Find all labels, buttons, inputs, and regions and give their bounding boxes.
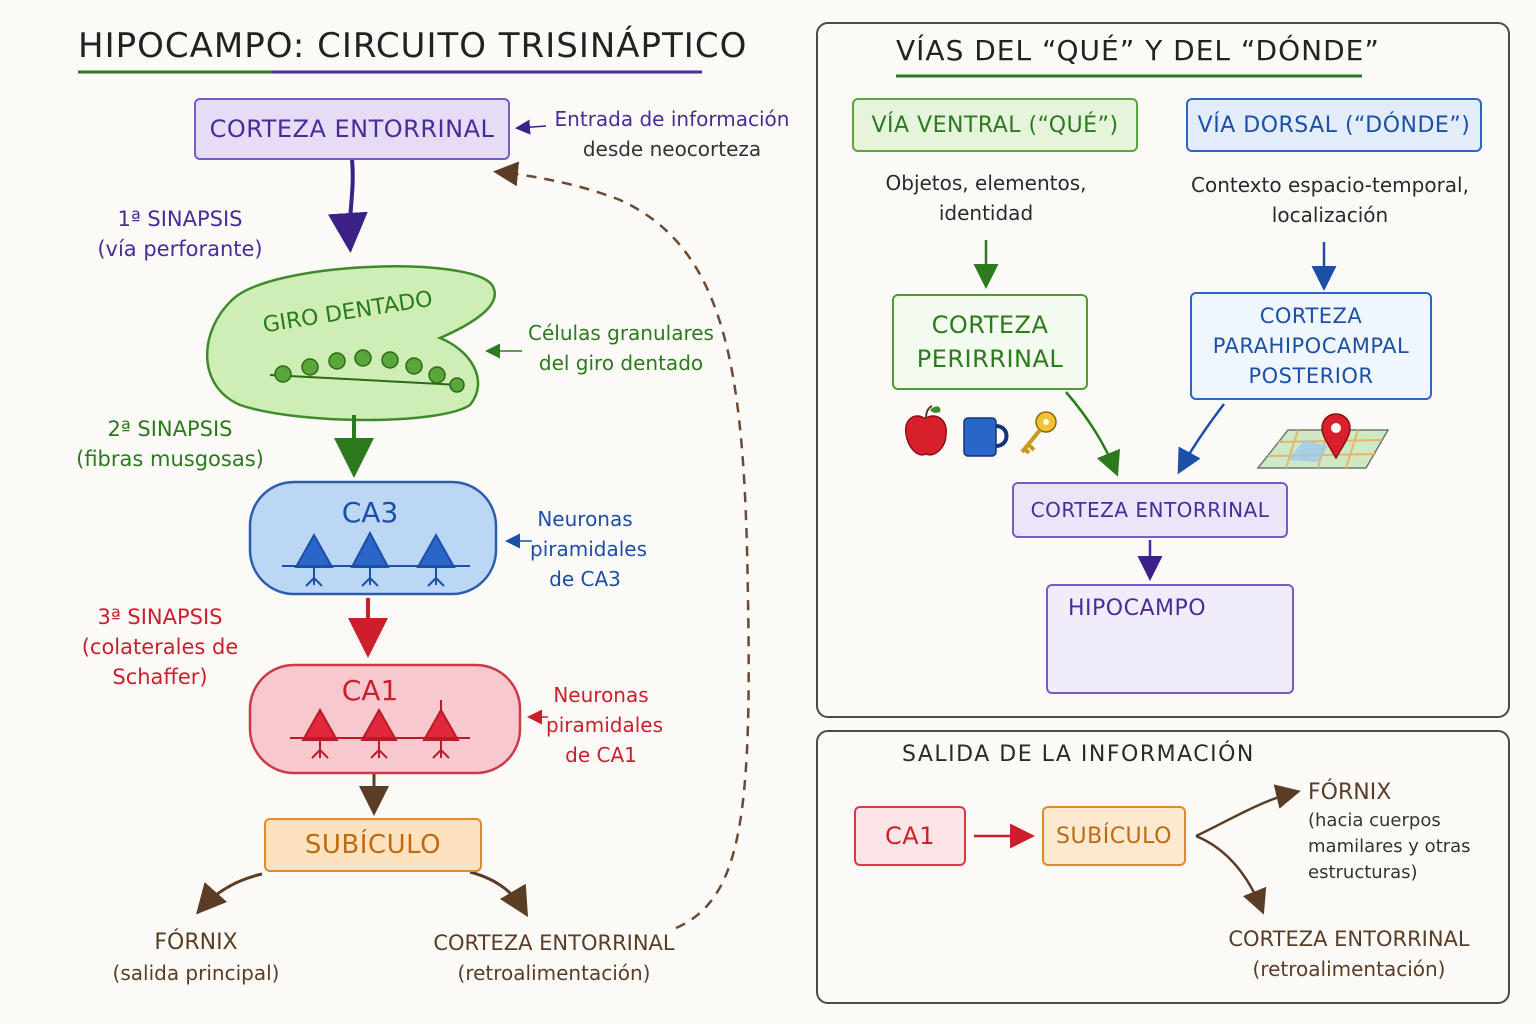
arrow-perirhinal-to-entorhinal xyxy=(1065,391,1121,477)
synapse-2-title: 2ª SINAPSIS xyxy=(107,417,233,441)
map-icon xyxy=(1256,429,1390,469)
feedback-sub: (retroalimentación) xyxy=(457,961,651,985)
key-icon xyxy=(1020,411,1057,455)
synapse-3-sub2: Schaffer) xyxy=(112,665,208,689)
ca1-note-line3: de CA1 xyxy=(565,743,637,767)
dentate-gyrus-shape xyxy=(205,265,496,422)
entorhinal-note-line2: desde neocorteza xyxy=(582,137,762,161)
arrow-subiculum-to-entorhinal xyxy=(469,870,529,918)
what-where-panel xyxy=(816,22,1510,718)
granule-cells xyxy=(269,349,465,393)
perirhinal-line1: CORTEZA xyxy=(931,311,1049,339)
output-fornix: FÓRNIX (hacia cuerpos mamilares y otras … xyxy=(1308,778,1498,886)
ventral-note: Objetos, elementos, identidad xyxy=(856,168,1116,228)
mug-icon xyxy=(963,417,1009,457)
entorhinal-note: Entrada de información desde neocorteza xyxy=(552,104,792,164)
feedback-title: CORTEZA ENTORRINAL xyxy=(433,931,675,955)
synapse-2-label: 2ª SINAPSIS (fibras musgosas) xyxy=(70,414,270,474)
synapse-2-sub: (fibras musgosas) xyxy=(76,447,264,471)
left-title: HIPOCAMPO: CIRCUITO TRISINÁPTICO xyxy=(78,26,748,66)
ca1-note: Neuronas piramidales de CA1 xyxy=(546,680,664,770)
dentate-note-line1: Células granulares xyxy=(528,321,714,345)
perirhinal-cortex-box: CORTEZA PERIRRINAL xyxy=(892,294,1088,390)
entorhinal-cortex-box: CORTEZA ENTORRINAL xyxy=(194,98,510,160)
entorhinal-cortex-box-right: CORTEZA ENTORRINAL xyxy=(1012,482,1288,538)
parahippocampal-cortex-box: CORTEZA PARAHIPOCAMPAL POSTERIOR xyxy=(1190,292,1432,400)
ventral-pathway-box: VÍA VENTRAL (“QUÉ”) xyxy=(852,98,1138,152)
synapse-1-sub: (vía perforante) xyxy=(97,237,263,261)
dorsal-note: Contexto espacio-temporal, localización xyxy=(1180,170,1480,230)
ca1-note-line1: Neuronas xyxy=(553,683,649,707)
parahippocampal-line2: PARAHIPOCAMPAL xyxy=(1212,334,1410,358)
parahippocampal-line3: POSTERIOR xyxy=(1248,364,1374,388)
ca1-label: CA1 xyxy=(341,674,399,707)
ca3-note-line3: de CA3 xyxy=(549,567,621,591)
subiculum-box: SUBÍCULO xyxy=(264,818,482,872)
output-entorhinal-sub: (retroalimentación) xyxy=(1252,957,1446,981)
ca3-note-line1: Neuronas xyxy=(537,507,633,531)
ca1-note-line2: piramidales xyxy=(546,713,664,737)
output-fornix-line3: estructuras) xyxy=(1308,862,1418,883)
arrow-feedback-dashed xyxy=(493,161,750,930)
dorsal-note-line2: localización xyxy=(1271,203,1389,227)
output-entorhinal: CORTEZA ENTORRINAL (retroalimentación) xyxy=(1214,924,1484,984)
fornix-title: FÓRNIX xyxy=(154,930,238,955)
perirhinal-line2: PERIRRINAL xyxy=(916,345,1064,373)
arrow-parahippocampal-to-entorhinal xyxy=(1177,403,1225,475)
output-panel xyxy=(816,730,1510,1004)
ca3-pyramidal-neurons xyxy=(282,530,470,587)
synapse-1-label: 1ª SINAPSIS (vía perforante) xyxy=(80,204,280,264)
ca3-label: CA3 xyxy=(341,496,399,529)
location-pin-icon xyxy=(1321,413,1351,460)
hippocampus-label: HIPOCAMPO xyxy=(1068,596,1207,621)
dentate-note: Células granulares del giro dentado xyxy=(526,318,716,378)
synapse-3-sub1: (colaterales de xyxy=(81,635,239,659)
output-fornix-title: FÓRNIX xyxy=(1308,780,1392,805)
arrow-out-subiculum-to-fornix xyxy=(1195,784,1301,838)
ca1-pyramidal-neurons xyxy=(290,700,470,759)
synapse-3-label: 3ª SINAPSIS (colaterales de Schaffer) xyxy=(70,602,250,692)
dorsal-note-line1: Contexto espacio-temporal, xyxy=(1191,173,1469,197)
dentate-note-line2: del giro dentado xyxy=(538,351,704,375)
output-fornix-line2: mamilares y otras xyxy=(1308,836,1471,857)
synapse-1-title: 1ª SINAPSIS xyxy=(117,207,243,231)
output-title: SALIDA DE LA INFORMACIÓN xyxy=(902,742,1255,767)
ventral-note-line1: Objetos, elementos, xyxy=(885,171,1087,195)
feedback-output: CORTEZA ENTORRINAL (retroalimentación) xyxy=(424,928,684,988)
output-ca1-box: CA1 xyxy=(854,806,966,866)
ca3-note: Neuronas piramidales de CA3 xyxy=(530,504,648,594)
output-entorhinal-title: CORTEZA ENTORRINAL xyxy=(1228,927,1470,951)
pointer-entorhinal-note xyxy=(515,119,547,135)
dorsal-pathway-box: VÍA DORSAL (“DÓNDE”) xyxy=(1186,98,1482,152)
apple-icon xyxy=(905,405,947,456)
output-fornix-line1: (hacia cuerpos xyxy=(1308,810,1441,831)
hippocampus-box: HIPOCAMPO xyxy=(1046,584,1294,694)
parahippocampal-line1: CORTEZA xyxy=(1259,304,1363,328)
ca3-note-line2: piramidales xyxy=(530,537,648,561)
arrow-entorhinal-to-dentate xyxy=(327,159,368,253)
arrow-subiculum-to-fornix xyxy=(196,872,263,915)
output-subiculum-box: SUBÍCULO xyxy=(1042,806,1186,866)
ventral-note-line2: identidad xyxy=(938,201,1034,225)
entorhinal-note-line1: Entrada de información xyxy=(554,107,790,131)
arrow-out-subiculum-to-entorhinal xyxy=(1195,834,1267,915)
what-where-title: VÍAS DEL “QUÉ” Y DEL “DÓNDE” xyxy=(896,34,1380,67)
synapse-3-title: 3ª SINAPSIS xyxy=(97,605,223,629)
fornix-output: FÓRNIX (salida principal) xyxy=(96,928,296,988)
fornix-sub: (salida principal) xyxy=(112,961,280,985)
